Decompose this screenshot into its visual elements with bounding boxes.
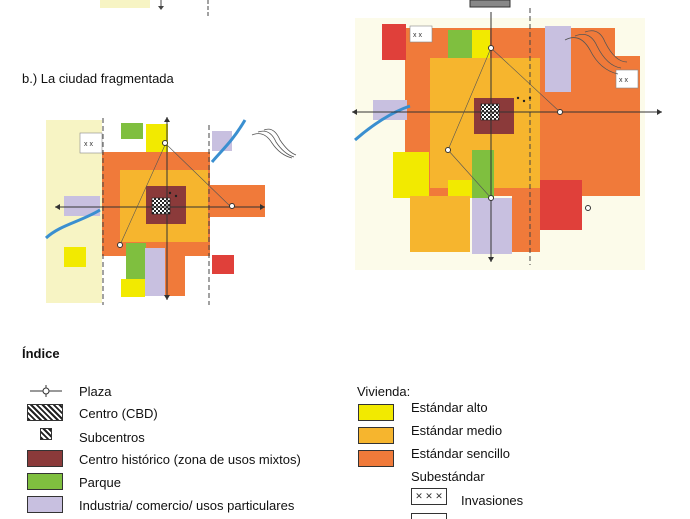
legend-park-label: Parque [79, 475, 121, 490]
simple-standard-swatch [358, 450, 394, 467]
red-zone [212, 255, 234, 274]
cbd-hatched-icon [27, 404, 63, 421]
park-zone [121, 123, 143, 139]
legend-subcenter-label: Subcentros [79, 430, 145, 445]
historic-swatch [27, 450, 63, 467]
legend-plaza-label: Plaza [79, 384, 112, 399]
svg-text:x x: x x [84, 141, 93, 148]
cut-off-icon [411, 513, 447, 519]
legend-invasion-label: Invasiones [461, 493, 524, 508]
svg-text:x x: x x [619, 77, 628, 84]
high-standard-swatch [358, 404, 394, 421]
index-title: Índice [22, 346, 60, 361]
diagram-a-remnant [100, 0, 209, 16]
section-b-title: b.) La ciudad fragmentada [22, 71, 174, 86]
legend-industry-label: Industria/ comercio/ usos particulares [79, 498, 295, 513]
legend-historic-label: Centro histórico (zona de usos mixtos) [79, 452, 301, 467]
housing-heading: Vivienda: [357, 384, 411, 399]
legend-high-label: Estándar alto [411, 400, 488, 415]
invasion-icon: ✕ ✕ ✕ [411, 488, 447, 505]
legend-cbd-label: Centro (CBD) [79, 406, 158, 421]
svg-text:x x: x x [413, 32, 422, 39]
cbd [151, 197, 171, 215]
park-swatch [27, 473, 63, 490]
industry-swatch [27, 496, 63, 513]
legend-simple-label: Estándar sencillo [411, 446, 510, 461]
medium-standard-swatch [358, 427, 394, 444]
plaza-icon [28, 384, 64, 398]
high-housing-zone [146, 124, 168, 152]
legend-medium-label: Estándar medio [411, 423, 503, 438]
substandard-label: Subestándar [411, 469, 485, 484]
subcenter-icon [40, 428, 52, 440]
right-city-diagram: x x x x [352, 0, 662, 270]
invasion-zone [79, 132, 103, 154]
fragmented-city-diagram: x x [44, 117, 297, 305]
